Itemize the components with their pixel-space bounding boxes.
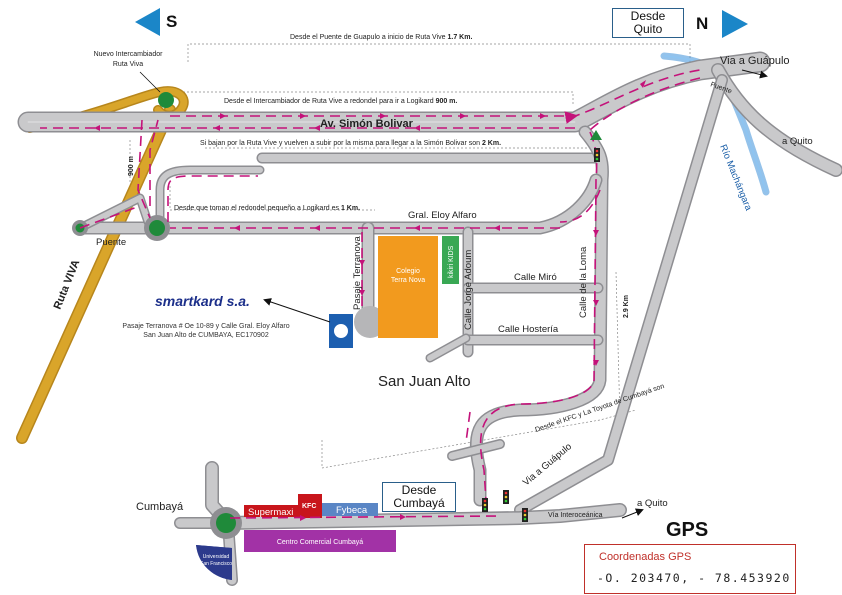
colegio-terra-nova-block bbox=[378, 236, 438, 338]
fybeca-block bbox=[322, 503, 378, 516]
distance-redondel-label: Desde que toman el redondel pequeño a Lo… bbox=[174, 205, 360, 212]
gps-heading: GPS bbox=[666, 519, 709, 541]
supermaxi-block bbox=[244, 505, 298, 517]
via-a-guapulo-top-label: Via a Guápulo bbox=[720, 55, 790, 67]
route-arrowheads bbox=[94, 80, 646, 521]
roundabout-simon-bolivar bbox=[158, 92, 174, 108]
smartkard-location-dot bbox=[332, 322, 350, 340]
kfc-label: KFC bbox=[302, 503, 316, 510]
kfc-block bbox=[298, 494, 322, 518]
intercambiador-pointer bbox=[139, 71, 161, 93]
kikiri-kids-block bbox=[442, 236, 459, 284]
centro-comercial-label: Centro Comercial Cumbayá bbox=[277, 539, 363, 546]
calle-hosteria-label: Calle Hostería bbox=[498, 324, 559, 335]
north-arrow-icon bbox=[722, 10, 748, 38]
pasaje-terranova-label: Pasaje Terranova bbox=[352, 236, 363, 310]
puente-left-label: Puente bbox=[96, 237, 126, 248]
south-arrow-icon bbox=[135, 8, 160, 36]
traffic-light-icon bbox=[522, 508, 528, 522]
company-address: Pasaje Terranova # Oe 10-89 y Calle Gral… bbox=[110, 322, 302, 340]
gps-coordinates-box: Coordenadas GPS -O. 203470, - 78.453920 bbox=[584, 544, 796, 594]
calle-jorge-adoum-label: Calle Jorge Adoum bbox=[463, 250, 474, 330]
universidad-label-2: San Francisco bbox=[200, 561, 232, 567]
roundabout-main-center bbox=[149, 220, 165, 236]
desde-cumbaya-box: Desde Cumbayá bbox=[382, 482, 456, 512]
compass-south: S bbox=[166, 12, 178, 31]
traffic-light-icon bbox=[482, 498, 488, 512]
a-quito-bottom-label: a Quito bbox=[637, 498, 668, 509]
av-simon-bolivar-label: Av. Simón Bolivar bbox=[320, 118, 414, 130]
distance-bajan-label: Si bajan por la Ruta Vive y vuelven a su… bbox=[200, 140, 501, 147]
nuevo-intercambiador-label: Nuevo Intercambiador bbox=[94, 51, 164, 58]
gps-coordinates: -O. 203470, - 78.453920 bbox=[597, 571, 791, 585]
centro-comercial-block bbox=[244, 530, 396, 552]
supermaxi-label: Supermaxi bbox=[248, 507, 293, 518]
universidad-shape-2 bbox=[196, 545, 232, 580]
distance-guapulo-label: Desde el Puente de Guapulo a inicio de R… bbox=[290, 34, 472, 41]
universidad-label-1: Universidad bbox=[203, 554, 230, 560]
distance-intercambiador-label: Desde el Intercambiador de Ruta Vive a r… bbox=[224, 98, 457, 105]
calle-miro-label: Calle Miró bbox=[514, 272, 557, 283]
distance-kfc-value: 2.9 Km bbox=[623, 295, 630, 318]
a-quito-pointer-bottom bbox=[621, 508, 644, 519]
calle-de-la-loma-label: Calle de la Loma bbox=[578, 246, 589, 318]
compass-north: N bbox=[696, 14, 709, 33]
colegio-label-2: Terra Nova bbox=[391, 277, 425, 284]
address-line-1: Pasaje Terranova # Oe 10-89 y Calle Gral… bbox=[122, 323, 290, 330]
company-pointer-arrow bbox=[263, 298, 331, 323]
desde-quito-box: Desde Quito bbox=[612, 8, 684, 38]
kikiri-kids-label: kikiri KIDS bbox=[448, 245, 455, 278]
gps-title: Coordenadas GPS bbox=[599, 551, 692, 563]
a-quito-top-label: a Quito bbox=[782, 136, 813, 147]
cumbaya-label: Cumbayá bbox=[136, 501, 184, 513]
company-name: smartkard s.a. bbox=[155, 293, 250, 309]
traffic-light-icon bbox=[503, 490, 509, 504]
distance-900m-vertical: 900 m bbox=[128, 156, 135, 176]
a-quito-pointer-top bbox=[741, 69, 768, 79]
via-interoceanica-label: Vía Interoceánica bbox=[548, 512, 603, 519]
colegio-label-1: Colegio bbox=[396, 268, 420, 275]
address-line-2: San Juan Alto de CUMBAYA, EC170902 bbox=[143, 332, 269, 339]
rio-machangara-label: Río Machángara bbox=[717, 143, 754, 213]
traffic-light-icon bbox=[594, 148, 600, 162]
roundabout-cumbaya-center bbox=[216, 513, 236, 533]
ruta-viva-small-label: Ruta Viva bbox=[113, 61, 143, 68]
direction-triangle-icon bbox=[590, 130, 602, 140]
fybeca-label: Fybeca bbox=[336, 505, 368, 516]
san-juan-alto-label: San Juan Alto bbox=[378, 373, 471, 390]
gral-eloy-alfaro-label: Gral. Eloy Alfaro bbox=[408, 210, 477, 221]
